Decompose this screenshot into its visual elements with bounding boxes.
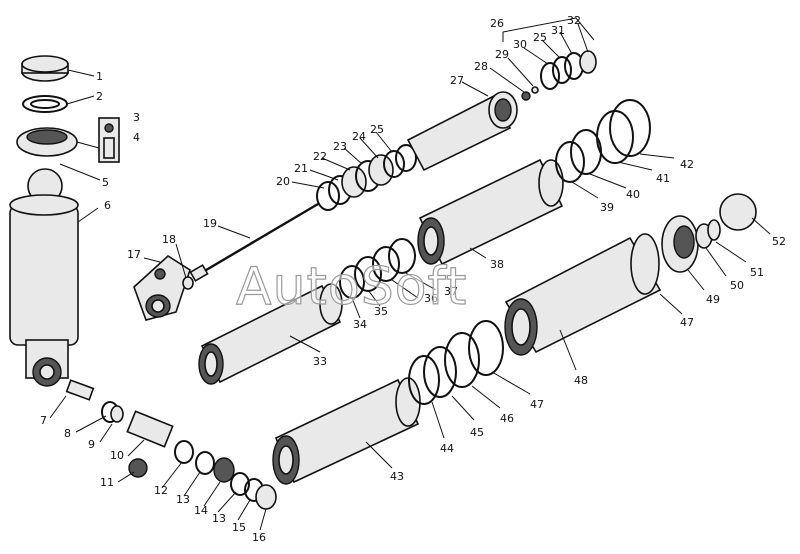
part-number: 40 [626, 188, 640, 201]
part-number: 47 [530, 398, 544, 411]
part-number-labels: 1 2 3 4 5 6 7 8 9 10 11 12 13 14 13 15 1… [40, 14, 786, 544]
part-number: 15 [232, 521, 246, 534]
part-number: 24 [352, 130, 366, 143]
top-bushing [16, 127, 78, 157]
part-number: 13 [212, 512, 226, 525]
part-number: 7 [40, 414, 47, 427]
part-number: 45 [470, 426, 484, 439]
top-washer [22, 95, 68, 113]
part-number: 41 [656, 172, 670, 185]
part-number: 6 [104, 199, 111, 212]
part-number: 10 [110, 449, 124, 462]
rings-44-47 [408, 320, 504, 405]
part-number: 50 [730, 279, 744, 292]
part-number: 1 [96, 70, 103, 83]
nut-and-bolt [98, 117, 120, 163]
part-number: 31 [551, 24, 565, 37]
rod-eye [133, 254, 194, 321]
part-number: 5 [102, 176, 109, 189]
part-number: 34 [353, 318, 367, 331]
cylinder-38 [417, 158, 564, 266]
part-number: 51 [750, 266, 764, 279]
cylinder-33 [198, 283, 343, 385]
part-number: 8 [64, 427, 71, 440]
part-number: 25 [370, 123, 384, 136]
part-number: 29 [495, 48, 509, 61]
part-number: 47 [680, 316, 694, 329]
part-number: 13 [176, 493, 190, 506]
part-number: 18 [162, 233, 176, 246]
part-number: 22 [313, 150, 327, 163]
cylinder-48 [504, 233, 662, 356]
part-number: 9 [88, 438, 95, 451]
part-number: 12 [154, 484, 168, 497]
part-number: 27 [450, 74, 464, 87]
part-number: 36 [424, 292, 438, 305]
part-number: 32 [567, 14, 581, 27]
part-number: 48 [574, 374, 588, 387]
top-cap [21, 55, 69, 82]
part-number: 21 [294, 162, 308, 175]
part-number: 49 [706, 293, 720, 306]
rings-39-42 [555, 99, 651, 183]
part-number: 14 [194, 504, 208, 517]
part-number: 42 [680, 158, 694, 171]
top-mount-49-52 [661, 193, 757, 273]
part-number: 35 [374, 305, 388, 318]
part-number: 16 [252, 531, 266, 544]
part-number: 52 [772, 235, 786, 248]
part-number: 46 [500, 412, 514, 425]
part-number: 4 [133, 131, 140, 144]
part-number: 26 [490, 17, 504, 30]
part-number: 2 [96, 90, 103, 103]
piston-valve-stack [316, 144, 417, 211]
part-number: 20 [276, 175, 290, 188]
part-number: 33 [313, 355, 327, 368]
part-number: 39 [600, 201, 614, 214]
leader-lines [49, 17, 771, 531]
part-number: 28 [474, 60, 488, 73]
part-number: 3 [133, 111, 140, 124]
part-number: 37 [444, 285, 458, 298]
part-number: 25 [533, 31, 547, 44]
part-number: 11 [100, 476, 114, 489]
part-number: 17 [127, 248, 141, 261]
watermark: AutoSoft [236, 257, 467, 317]
part-number: 38 [490, 258, 504, 271]
piston-rod [189, 202, 319, 282]
part-number: 23 [333, 140, 347, 153]
part-number: 44 [440, 442, 454, 455]
lower-bolt-stack [65, 379, 277, 510]
upper-tube [406, 50, 597, 172]
part-number: 43 [390, 470, 404, 483]
part-number: 19 [203, 217, 217, 230]
shock-body [9, 168, 79, 387]
cylinder-43 [272, 377, 421, 485]
part-number: 30 [513, 38, 527, 51]
